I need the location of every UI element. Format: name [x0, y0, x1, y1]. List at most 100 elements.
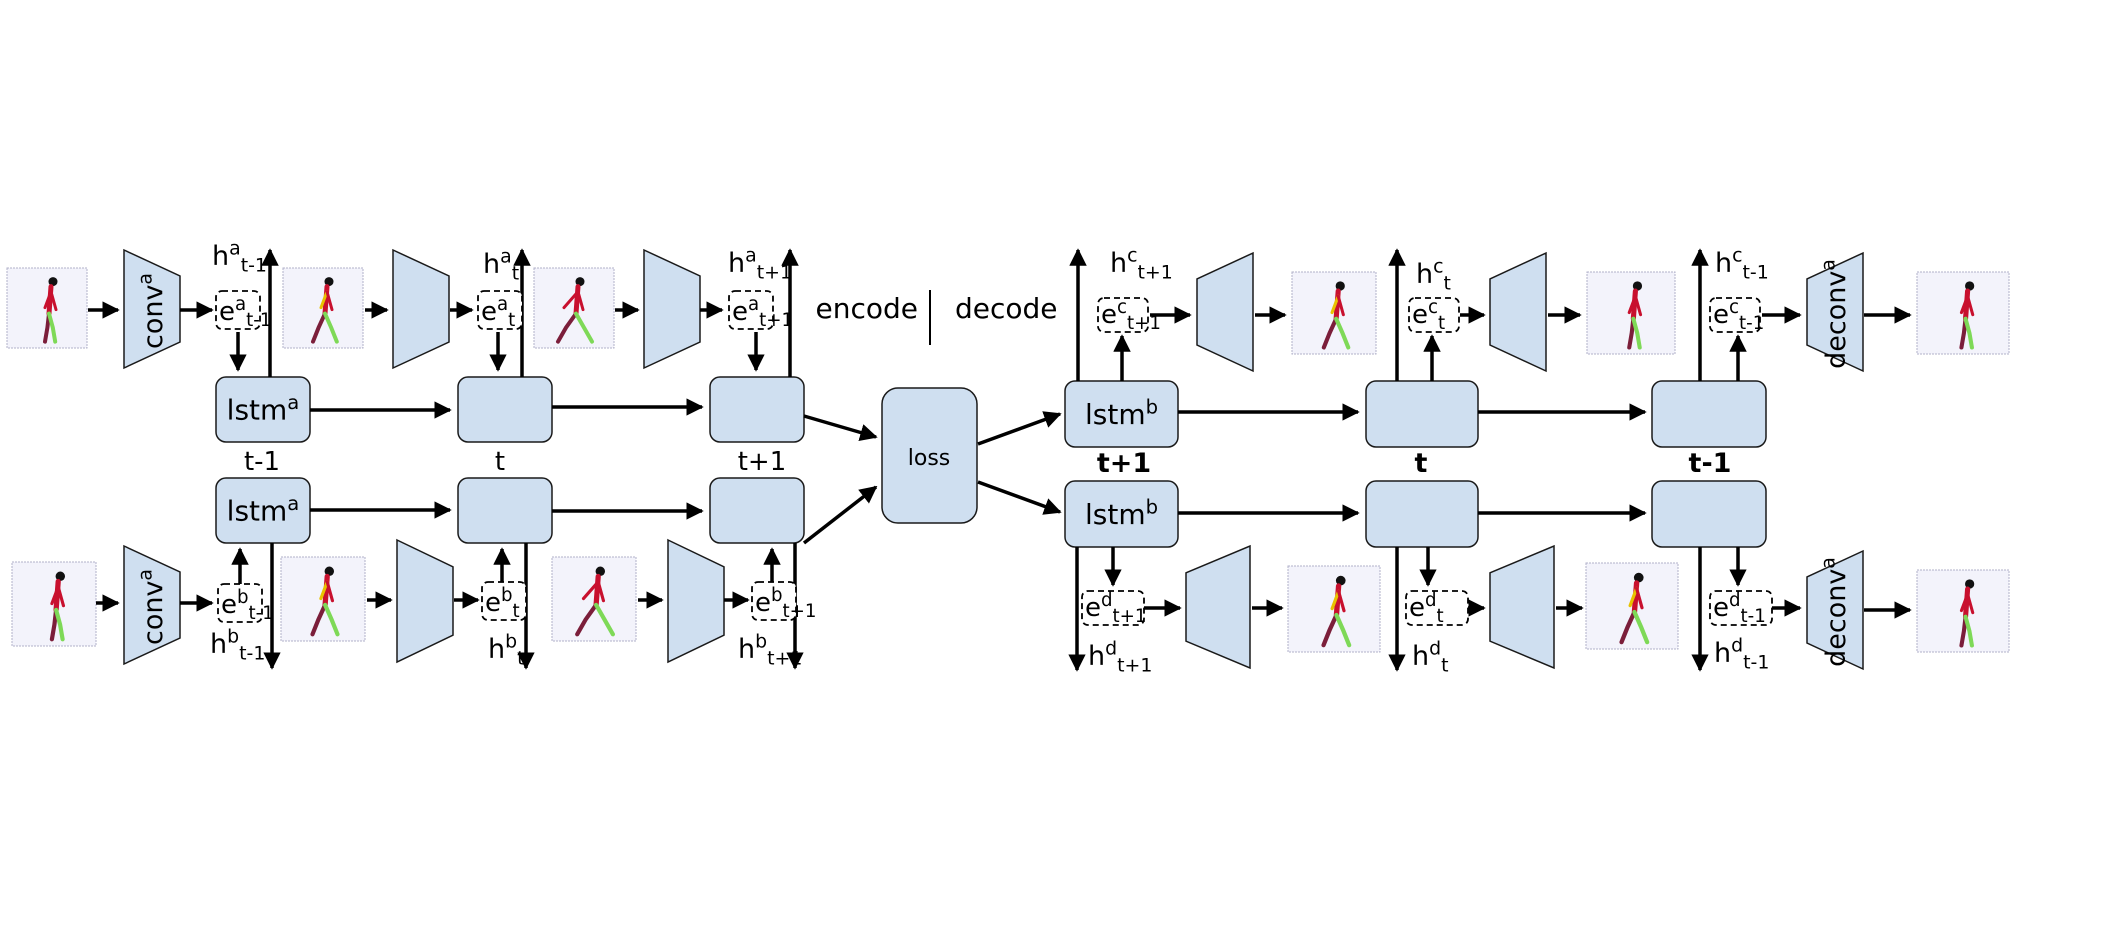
hidden-label-top-decoder-2: hct-1 — [1715, 245, 1769, 284]
embed-box-top-encoder-1-label-sup: a — [497, 294, 508, 315]
deconv-a-bottom-label-sup: a — [1818, 557, 1840, 569]
embed-box-bottom-decoder-1-label-sub: t — [1437, 606, 1444, 627]
embed-box-top-decoder-0 — [1097, 297, 1149, 333]
deconv-a-bottom — [1806, 549, 1864, 671]
hidden-label-top-decoder-2-sub: t-1 — [1743, 261, 1769, 283]
hidden-label-bottom-encoder-2-sup: b — [755, 631, 767, 653]
conv-a-top-label-sup: a — [135, 273, 157, 285]
lstm-a-bottom-1 — [457, 477, 553, 544]
loss-label: loss — [908, 446, 951, 471]
embed-box-top-encoder-2-label-base: e — [732, 297, 748, 327]
embed-box-top-encoder-0-label-sub: t-1 — [246, 310, 271, 331]
conv-a-top-label-base: conv — [138, 285, 169, 349]
lstm-b-bottom-0-label-sup: b — [1146, 495, 1158, 518]
embed-box-top-encoder-0-label: eat-1 — [219, 294, 271, 331]
embed-box-bottom-decoder-1 — [1405, 590, 1469, 626]
embed-box-bottom-encoder-2-label-sup: b — [771, 585, 783, 606]
to-loss-arrow — [803, 414, 878, 441]
loss-node — [881, 387, 978, 524]
embed-box-top-encoder-0-label-base: e — [219, 297, 235, 327]
hidden-label-bottom-decoder-0-sub: t+1 — [1117, 654, 1152, 676]
embed-box-bottom-decoder-2-label: edt-1 — [1713, 590, 1766, 627]
lstm-a-bottom-0-label-base: lstm — [227, 495, 288, 528]
pose-head-icon — [1633, 572, 1644, 583]
output-pose-frame-top-1 — [1586, 271, 1676, 355]
lstm-a-bottom-2 — [709, 477, 805, 544]
to-loss-arrow — [802, 485, 878, 545]
embed-box-bottom-decoder-0-label-sup: d — [1101, 590, 1113, 611]
hidden-label-bottom-encoder-0-base: h — [210, 629, 227, 660]
embed-box-top-encoder-2-label: eat+1 — [732, 294, 793, 331]
pose-head-icon — [1632, 281, 1643, 291]
lstm-a-bottom-0-label: lstma — [227, 492, 300, 528]
embed-box-bottom-decoder-1-label-sup: d — [1425, 590, 1437, 611]
hidden-label-bottom-encoder-0-sub: t-1 — [239, 642, 265, 664]
embed-box-bottom-decoder-0-label-sub: t+1 — [1113, 606, 1147, 627]
embed-box-bottom-decoder-0 — [1081, 590, 1145, 626]
embed-box-bottom-encoder-0-label-sub: t-1 — [249, 603, 274, 624]
hidden-label-bottom-decoder-2: hdt-1 — [1714, 635, 1769, 674]
lstm-b-bottom-0-label-base: lstm — [1085, 498, 1146, 531]
input-pose-frame-bottom-1 — [280, 556, 366, 642]
hidden-label-bottom-encoder-0-sup: b — [227, 626, 239, 648]
output-pose-frame-top-2 — [1916, 271, 2010, 355]
input-pose-frame-bottom-0 — [11, 561, 97, 647]
deconv-a-top — [1806, 251, 1864, 373]
embed-box-top-encoder-1-label-base: e — [481, 297, 497, 327]
conv-a-top — [123, 248, 181, 370]
pose-head-icon — [1335, 575, 1346, 586]
output-pose-frame-bottom-0 — [1287, 565, 1381, 653]
deconv-bottom-1 — [1489, 544, 1555, 670]
embed-box-bottom-encoder-2 — [751, 581, 797, 621]
lstm-b-top-0-label-base: lstm — [1085, 398, 1146, 431]
time-label-decoder-2: t-1 — [1689, 448, 1732, 479]
embed-box-bottom-encoder-1-label-sup: b — [501, 585, 513, 606]
embed-box-top-decoder-2-label-sup: c — [1729, 297, 1739, 318]
hidden-label-bottom-decoder-2-base: h — [1714, 638, 1731, 669]
lstm-a-top-0-label-base: lstm — [227, 394, 288, 427]
input-pose-frame-top-1 — [282, 267, 364, 349]
lstm-b-top-2 — [1651, 380, 1767, 448]
embed-box-top-decoder-0-label: ect+1 — [1101, 297, 1161, 334]
embed-box-bottom-encoder-1 — [481, 581, 527, 621]
time-label-decoder-0: t+1 — [1097, 448, 1151, 479]
deconv-a-bottom-label: deconva — [1818, 557, 1852, 667]
hidden-label-top-decoder-1-sub: t — [1444, 272, 1451, 294]
lstm-a-top-0-label: lstma — [227, 391, 300, 427]
embed-box-top-encoder-1-label-sub: t — [508, 310, 515, 331]
deconv-bottom-0 — [1185, 544, 1251, 670]
conv-a-top-label: conva — [135, 273, 169, 349]
embed-box-bottom-encoder-0 — [217, 583, 263, 623]
hidden-label-bottom-encoder-1-base: h — [488, 634, 505, 665]
embed-box-top-decoder-1-label: ect — [1412, 297, 1445, 334]
conv-top-1 — [392, 248, 450, 370]
pose-head-icon — [1965, 281, 1975, 291]
deconv-top-0 — [1196, 251, 1254, 373]
embed-box-top-decoder-2-label: ect-1 — [1713, 297, 1764, 334]
lstm-a-top-2 — [709, 376, 805, 443]
hidden-label-top-encoder-2-sub: t+1 — [757, 261, 792, 283]
embed-box-top-decoder-0-label-base: e — [1101, 300, 1117, 330]
hidden-label-bottom-decoder-0-base: h — [1088, 641, 1105, 672]
output-pose-frame-bottom-2 — [1916, 569, 2010, 653]
embed-box-top-encoder-2-label-sup: a — [748, 294, 759, 315]
embed-box-bottom-decoder-2 — [1709, 590, 1773, 626]
pose-head-icon — [324, 277, 334, 287]
conv-bottom-1 — [396, 538, 454, 664]
conv-top-2 — [643, 248, 701, 370]
hidden-label-top-decoder-2-sup: c — [1732, 245, 1742, 267]
conv-a-bottom-label-base: conv — [138, 581, 169, 645]
hidden-label-top-encoder-1-sup: a — [500, 246, 512, 268]
embed-box-top-decoder-1-label-sub: t — [1438, 313, 1445, 334]
embed-box-bottom-encoder-1-label-sub: t — [513, 601, 520, 622]
embed-box-bottom-encoder-0-label-sup: b — [237, 587, 249, 608]
deconv-a-top-label: deconva — [1818, 259, 1852, 369]
time-label-encoder-1: t — [495, 447, 505, 477]
output-pose-frame-top-0 — [1291, 271, 1377, 355]
encode-label: encode — [816, 292, 919, 325]
hidden-label-bottom-decoder-0-sup: d — [1105, 638, 1117, 660]
embed-box-bottom-decoder-1-label-base: e — [1409, 593, 1425, 623]
lstm-a-bottom-0-label-sup: a — [287, 492, 299, 515]
deconv-top-1 — [1489, 251, 1547, 373]
embed-box-bottom-decoder-0-label-base: e — [1085, 593, 1101, 623]
